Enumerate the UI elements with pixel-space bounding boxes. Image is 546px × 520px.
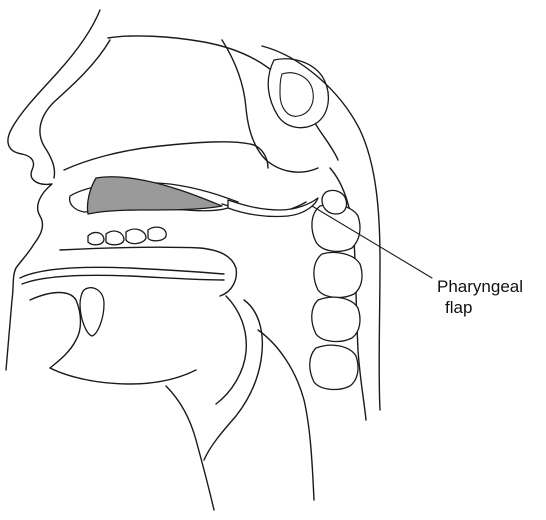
pharyngeal-flap — [228, 198, 318, 217]
vertebral-body-c5 — [310, 345, 358, 389]
lower-tooth — [80, 288, 104, 336]
pharyngeal-flap-label-line1: Pharyngeal — [437, 277, 523, 297]
epiglottis-outline — [204, 300, 262, 460]
atlas-vertebra — [268, 59, 328, 128]
tooth — [148, 227, 166, 241]
anterior-neck-outline — [166, 386, 214, 510]
upper-teeth — [88, 227, 166, 245]
odontoid-process — [322, 190, 347, 214]
tongue-base-outline — [216, 296, 246, 404]
vertebral-body-c4 — [312, 297, 360, 341]
maxilla-outline — [64, 142, 268, 170]
larynx-outline — [258, 330, 314, 500]
tube-lower — [22, 275, 224, 284]
pharyngeal-flap-label-line2: flap — [445, 298, 472, 318]
tooth — [106, 231, 124, 245]
lower-lip-outline — [50, 368, 196, 384]
tooth — [126, 229, 146, 244]
vertebral-body-c3 — [314, 252, 362, 297]
tooth — [88, 233, 104, 245]
mandible-outline — [30, 293, 81, 369]
